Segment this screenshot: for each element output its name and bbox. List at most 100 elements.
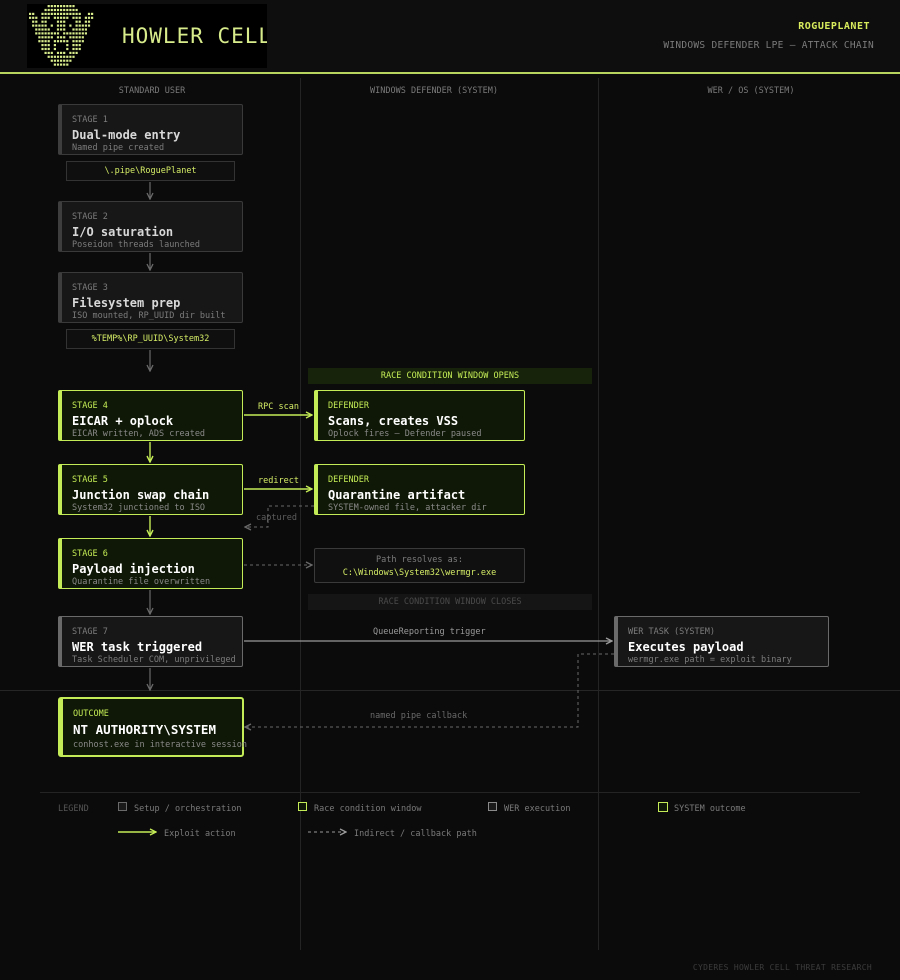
logo-dot — [32, 12, 35, 15]
logo-text: HOWLER CELL — [122, 24, 267, 48]
stage-4-box[interactable]: STAGE 4 EICAR + oplock EICAR written, AD… — [58, 390, 243, 441]
stage-6-box[interactable]: STAGE 6 Payload injection Quarantine fil… — [58, 538, 243, 589]
stage-5-box[interactable]: STAGE 5 Junction swap chain System32 jun… — [58, 464, 243, 515]
logo-dot — [66, 5, 69, 8]
legend-divider — [40, 792, 860, 793]
header-accent-line — [0, 72, 900, 74]
stage-subtitle: Poseidon threads launched — [72, 240, 200, 250]
logo-dot — [81, 28, 84, 31]
logo-dot — [66, 55, 69, 58]
logo-dot — [63, 28, 66, 31]
stage-kicker: STAGE 2 — [72, 212, 108, 222]
lane-divider — [300, 78, 301, 950]
legend-race-label: Race condition window — [314, 804, 422, 814]
wer-task-box[interactable]: WER TASK (SYSTEM) Executes payload wermg… — [614, 616, 829, 667]
logo-dot — [66, 63, 69, 66]
outcome-kicker: OUTCOME — [73, 709, 109, 719]
logo-dot — [75, 28, 78, 31]
logo-dot — [63, 16, 66, 19]
logo-dot — [29, 16, 32, 19]
logo-dot — [84, 20, 87, 23]
logo-dot — [87, 24, 91, 27]
logo-dot — [56, 55, 60, 58]
logo-dot — [41, 44, 44, 47]
wer-title: Executes payload — [628, 640, 744, 654]
logo-dot — [66, 8, 69, 12]
wer-kicker: WER TASK (SYSTEM) — [628, 627, 715, 637]
logo-dot — [78, 36, 81, 39]
lane-label-wer: WER / OS (SYSTEM) — [707, 86, 795, 96]
logo-dot — [47, 55, 50, 58]
logo-dot — [66, 40, 69, 43]
logo-dot — [60, 24, 63, 27]
legend-indirect-label: Indirect / callback path — [354, 829, 477, 839]
race-window-closes-band: RACE CONDITION WINDOW CLOSES — [308, 594, 592, 610]
legend-title: LEGEND — [58, 804, 89, 814]
rpc-scan-label: RPC scan — [258, 402, 299, 412]
defender-quarantine-box[interactable]: DEFENDER Quarantine artifact SYSTEM-owne… — [314, 464, 525, 515]
outcome-box[interactable]: OUTCOME NT AUTHORITY\SYSTEM conhost.exe … — [58, 697, 247, 757]
logo-dot — [53, 16, 56, 19]
logo-dot — [35, 20, 38, 23]
logo-dot — [53, 5, 56, 8]
logo-dot — [78, 20, 81, 23]
logo-dot — [75, 51, 78, 54]
logo-dot — [41, 47, 44, 51]
logo-dot — [44, 40, 47, 43]
logo-dot — [75, 36, 78, 39]
logo-dot — [75, 40, 78, 43]
logo-dot — [60, 63, 63, 66]
stage-kicker: STAGE 3 — [72, 283, 108, 293]
logo-dot — [50, 55, 53, 58]
logo-dot — [44, 47, 47, 51]
logo-dot — [47, 28, 50, 31]
logo-dot — [53, 47, 56, 51]
captured-path — [245, 505, 314, 527]
logo-dot — [63, 40, 66, 43]
outcome-divider — [0, 690, 900, 691]
named-pipe-tag: \.pipe\RoguePlanet — [66, 161, 235, 181]
logo-dot — [35, 32, 38, 35]
queue-reporting-label: QueueReporting trigger — [373, 627, 486, 637]
logo-dot — [84, 28, 87, 31]
logo-dot — [50, 8, 53, 12]
logo-dot — [32, 20, 35, 23]
defender-kicker: DEFENDER — [328, 401, 369, 411]
stage-1-box[interactable]: STAGE 1 Dual-mode entry Named pipe creat… — [58, 104, 243, 155]
legend-wer-label: WER execution — [504, 804, 571, 814]
logo-dot — [53, 12, 56, 15]
logo-dot — [78, 16, 81, 19]
logo-dot — [72, 12, 75, 15]
stage-subtitle: Named pipe created — [72, 143, 165, 153]
logo-dot — [60, 36, 63, 39]
logo-dot — [60, 55, 63, 58]
logo-dot — [47, 12, 50, 15]
logo-dot — [32, 16, 35, 19]
logo-dot — [72, 40, 75, 43]
logo-dot — [75, 16, 78, 19]
stage-3-box[interactable]: STAGE 3 Filesystem prep ISO mounted, RP_… — [58, 272, 243, 323]
logo-dot — [47, 16, 50, 19]
footer-credit: CYDERES HOWLER CELL THREAT RESEARCH — [692, 963, 872, 972]
stage-7-box[interactable]: STAGE 7 WER task triggered Task Schedule… — [58, 616, 243, 667]
stage-title: Payload injection — [72, 562, 195, 576]
logo-dot — [63, 8, 66, 12]
defender-scan-box[interactable]: DEFENDER Scans, creates VSS Oplock fires… — [314, 390, 525, 441]
logo-dot — [47, 44, 50, 47]
logo-dot — [72, 8, 75, 12]
logo-dot — [60, 5, 63, 8]
logo-dot — [41, 28, 44, 31]
logo-dot — [56, 36, 60, 39]
stage-2-box[interactable]: STAGE 2 I/O saturation Poseidon threads … — [58, 201, 243, 252]
logo-dot — [35, 24, 38, 27]
logo-dot — [69, 5, 72, 8]
logo-dot — [53, 63, 56, 66]
logo-dot — [63, 55, 66, 58]
logo-dot — [72, 32, 75, 35]
captured-label: captured — [256, 513, 297, 523]
logo-dot — [53, 59, 56, 62]
logo-dot — [50, 59, 53, 62]
logo-dot — [78, 32, 81, 35]
redirect-label: redirect — [258, 476, 299, 486]
logo-dot — [56, 40, 60, 43]
